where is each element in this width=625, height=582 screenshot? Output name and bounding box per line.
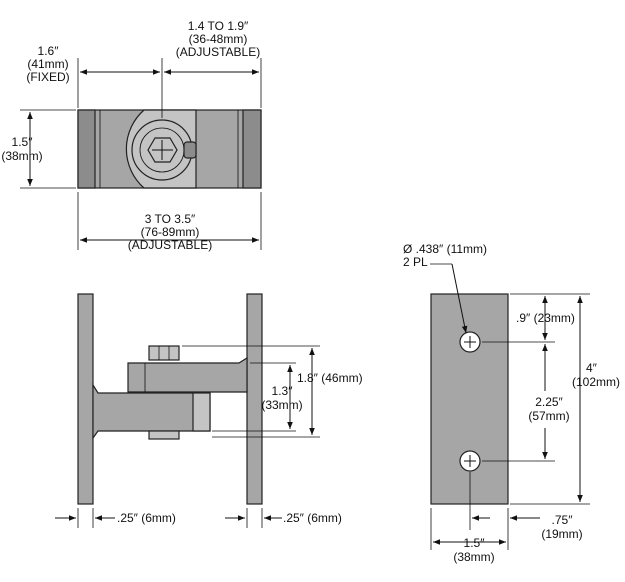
adjustable-width-line-2: (36-48mm) (189, 32, 248, 46)
top-nut (148, 345, 180, 361)
svg-text:1.8″ (46mm): 1.8″ (46mm) (297, 371, 363, 385)
svg-text:(102mm): (102mm) (572, 375, 620, 389)
overall-width-line-1: 3 TO 3.5″ (145, 212, 196, 226)
top-view (20, 58, 262, 250)
fixed-width-line-3: (FIXED) (26, 70, 69, 84)
svg-text:.75″: .75″ (552, 513, 574, 527)
bottom-nut (148, 430, 180, 440)
height-line-2: (38mm) (1, 149, 42, 163)
svg-text:(36-48mm): (36-48mm) (189, 32, 248, 46)
svg-text:3 TO 3.5″: 3 TO 3.5″ (145, 212, 196, 226)
bolt-stub (183, 141, 197, 159)
plate-width-line-2: (38mm) (453, 550, 494, 564)
svg-text:(76-89mm): (76-89mm) (141, 225, 200, 239)
lower-arm-end (192, 392, 211, 432)
height-line-1: 1.5″ (12, 135, 34, 149)
plate-view (430, 263, 590, 550)
right-thickness-label: .25″ (6mm) (283, 511, 342, 525)
upper-arm (127, 356, 248, 393)
overall-width-line-2: (76-89mm) (141, 225, 200, 239)
svg-text:2.25″: 2.25″ (535, 395, 563, 409)
plate-height-line-1: 4″ (586, 361, 598, 375)
clamp-height-label: 1.8″ (46mm) (297, 371, 363, 385)
arm-height-line-2: (33mm) (261, 398, 302, 412)
edge-offset-line-2: (19mm) (541, 527, 582, 541)
svg-text:1.6″: 1.6″ (38, 44, 60, 58)
svg-text:.25″ (6mm): .25″ (6mm) (283, 511, 342, 525)
hole-diameter-label: Ø .438″ (11mm) (403, 242, 487, 256)
svg-text:.25″ (6mm): .25″ (6mm) (117, 511, 176, 525)
plate-width-line-1: 1.5″ (464, 536, 486, 550)
edge-offset-line-1: .75″ (552, 513, 574, 527)
fixed-width-line-2: (41mm) (27, 57, 68, 71)
svg-text:(19mm): (19mm) (541, 527, 582, 541)
svg-text:1.5″: 1.5″ (464, 536, 486, 550)
svg-text:2 PL: 2 PL (403, 255, 428, 269)
adjustable-width-line-3: (ADJUSTABLE) (176, 45, 260, 59)
svg-text:.9″ (23mm): .9″ (23mm) (516, 311, 575, 325)
left-thickness-label: .25″ (6mm) (117, 511, 176, 525)
svg-text:(57mm): (57mm) (528, 409, 569, 423)
svg-text:(ADJUSTABLE): (ADJUSTABLE) (176, 45, 260, 59)
svg-text:1.3″: 1.3″ (272, 384, 294, 398)
top-view-left-band (77, 109, 96, 189)
mounting-plate (430, 293, 509, 505)
svg-text:Ø .438″ (11mm): Ø .438″ (11mm) (403, 242, 487, 256)
svg-text:(41mm): (41mm) (27, 57, 68, 71)
top-offset-label: .9″ (23mm) (516, 311, 575, 325)
adjustable-width-line-1: 1.4 TO 1.9″ (188, 19, 249, 33)
hole-count-label: 2 PL (403, 255, 428, 269)
svg-text:1.4 TO 1.9″: 1.4 TO 1.9″ (188, 19, 249, 33)
svg-text:1.5″: 1.5″ (12, 135, 34, 149)
overall-width-line-3: (ADJUSTABLE) (128, 238, 212, 252)
side-view (55, 293, 320, 528)
svg-text:(ADJUSTABLE): (ADJUSTABLE) (128, 238, 212, 252)
top-view-right-band (242, 109, 262, 189)
right-plate (246, 293, 263, 505)
plate-height-line-2: (102mm) (572, 375, 620, 389)
arm-height-line-1: 1.3″ (272, 384, 294, 398)
svg-text:(38mm): (38mm) (453, 550, 494, 564)
svg-text:(38mm): (38mm) (1, 149, 42, 163)
fixed-width-line-1: 1.6″ (38, 44, 60, 58)
svg-text:(33mm): (33mm) (261, 398, 302, 412)
hole-spacing-line-1: 2.25″ (535, 395, 563, 409)
hole-spacing-line-2: (57mm) (528, 409, 569, 423)
svg-text:4″: 4″ (586, 361, 598, 375)
svg-text:(FIXED): (FIXED) (26, 70, 69, 84)
left-plate (77, 293, 94, 505)
